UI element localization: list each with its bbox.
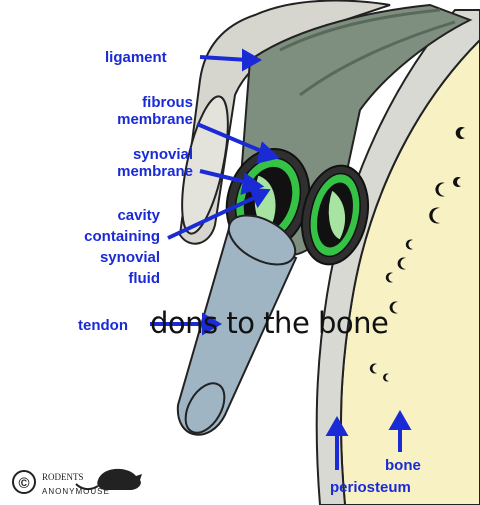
label-tendon: tendon — [78, 317, 128, 334]
label-periosteum: periosteum — [330, 479, 411, 496]
credit-line1: RODENTS — [42, 472, 84, 482]
overlay-caption: dons to the bone — [150, 306, 388, 340]
label-synovial-line2: membrane — [117, 163, 193, 180]
label-cavity-line4: fluid — [128, 270, 160, 287]
credit-line2: ANONYMOUSE — [42, 487, 110, 496]
label-cavity-line1: cavity — [117, 207, 160, 224]
label-ligament: ligament — [105, 49, 167, 66]
copyright-symbol: © — [18, 475, 29, 492]
label-synovial-line1: synovial — [133, 146, 193, 163]
label-cavity-line3: synovial — [100, 249, 160, 266]
credit-logo: © RODENTS ANONYMOUSE — [8, 458, 158, 502]
mouse-icon — [97, 469, 142, 490]
label-bone: bone — [385, 457, 421, 474]
label-fibrous-line1: fibrous — [142, 94, 193, 111]
label-cavity-line2: containing — [84, 228, 160, 245]
label-fibrous-line2: membrane — [117, 111, 193, 128]
